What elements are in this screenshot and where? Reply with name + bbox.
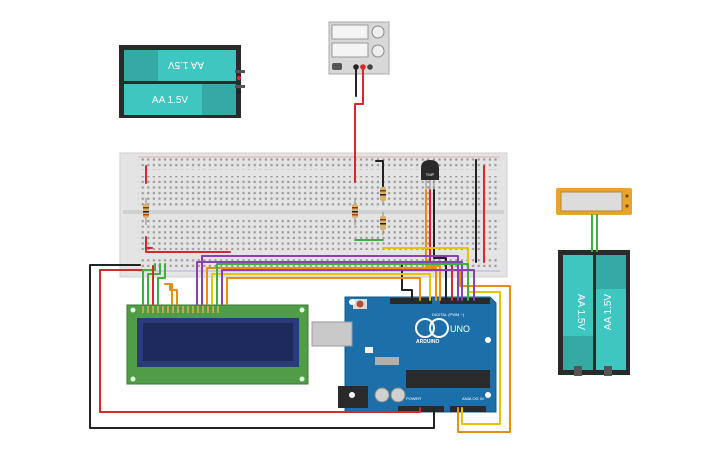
resistor-upper[interactable] (380, 184, 386, 205)
arduino-digital-label: DIGITAL (PWM ~) (432, 312, 465, 317)
wire-black-jumper[interactable] (375, 160, 384, 187)
wire-green-right[interactable] (591, 214, 598, 252)
sensor-label: TMP (426, 172, 435, 177)
wire-orange-lcd[interactable] (206, 267, 437, 305)
wire-purple-lcd-3[interactable] (221, 269, 475, 305)
wire-green-lcd-3[interactable] (157, 263, 166, 305)
wire-orange-lcd-3[interactable] (164, 283, 173, 305)
resistor-left[interactable] (143, 198, 149, 225)
wire-orange-lcd-2[interactable] (226, 277, 421, 305)
battery-pack-top[interactable]: AA 1.5V AA 1.5V (119, 45, 245, 118)
wire-orange-sensor[interactable] (425, 189, 441, 301)
wire-purple-lcd-2[interactable] (201, 255, 459, 305)
resistor-middle[interactable] (352, 198, 358, 225)
wire-black-arduino-top[interactable] (401, 261, 413, 301)
wires (89, 67, 511, 433)
breadboard[interactable] (119, 152, 508, 278)
reset-button[interactable] (356, 300, 364, 308)
arduino-model: UNO (450, 324, 470, 334)
battery-top-cell-label-1: AA 1.5V (168, 59, 204, 70)
power-supply[interactable] (328, 21, 390, 75)
wire-green-lcd-1[interactable] (142, 263, 156, 305)
battery-top-cell-label-2: AA 1.5V (152, 95, 188, 106)
wire-black-arduino-gnd[interactable] (89, 264, 435, 429)
wire-red-arduino-5v[interactable] (99, 269, 421, 413)
arduino-analog-label: ANALOG IN (462, 396, 484, 401)
voltage-knob[interactable] (371, 25, 385, 39)
resistor-lower[interactable] (380, 212, 386, 235)
supply-module-right[interactable] (556, 188, 632, 215)
temperature-sensor[interactable]: TMP (421, 160, 439, 190)
power-switch[interactable] (332, 63, 342, 70)
wire-orange-lcd-4[interactable] (169, 283, 178, 305)
arduino-power-label: POWER (406, 396, 421, 401)
current-knob[interactable] (371, 44, 385, 58)
arduino-brand: ARDUINO (416, 339, 439, 345)
wire-yellow-lcd[interactable] (211, 273, 431, 305)
lcd-display[interactable] (126, 304, 309, 385)
wire-red-supply[interactable] (354, 67, 364, 183)
wire-yellow-analog[interactable] (382, 247, 501, 425)
wire-black-sensor[interactable] (433, 189, 447, 301)
battery-right-cell-label-1: AA 1.5V (575, 294, 586, 330)
wire-red-left[interactable] (145, 236, 231, 253)
wire-green-lcd-4[interactable] (216, 263, 469, 305)
battery-pack-right[interactable]: AA 1.5V AA 1.5V (558, 250, 630, 376)
arduino-uno[interactable]: ARDUINO UNO DIGITAL (PWM ~) POWER ANALOG… (311, 296, 497, 413)
battery-right-cell-label-2: AA 1.5V (603, 294, 614, 330)
wire-purple-lcd-1[interactable] (196, 261, 463, 305)
